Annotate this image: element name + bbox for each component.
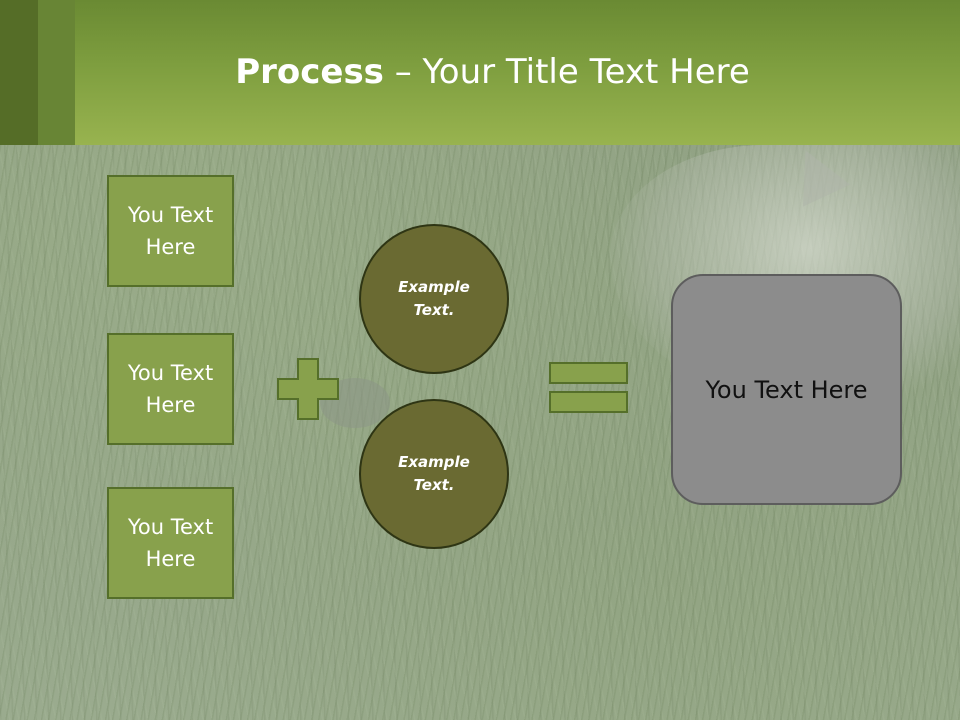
header-stripe xyxy=(0,0,38,145)
equals-icon xyxy=(549,362,628,413)
plus-icon xyxy=(277,358,339,420)
result-box: You Text Here xyxy=(671,274,902,505)
slide-title-bold: Process xyxy=(235,52,384,92)
example-circle-1: Example Text. xyxy=(359,224,509,374)
input-box-3: You Text Here xyxy=(107,487,234,599)
slide-title: Process – Your Title Text Here xyxy=(0,52,960,92)
input-box-1: You Text Here xyxy=(107,175,234,287)
title-bar: Process – Your Title Text Here xyxy=(0,0,960,145)
input-box-2: You Text Here xyxy=(107,333,234,445)
example-circle-2-text: Example Text. xyxy=(398,453,470,494)
example-circle-2: Example Text. xyxy=(359,399,509,549)
header-stripe xyxy=(38,0,75,145)
example-circle-1-text: Example Text. xyxy=(398,278,470,319)
slide-title-rest: – Your Title Text Here xyxy=(383,52,750,92)
